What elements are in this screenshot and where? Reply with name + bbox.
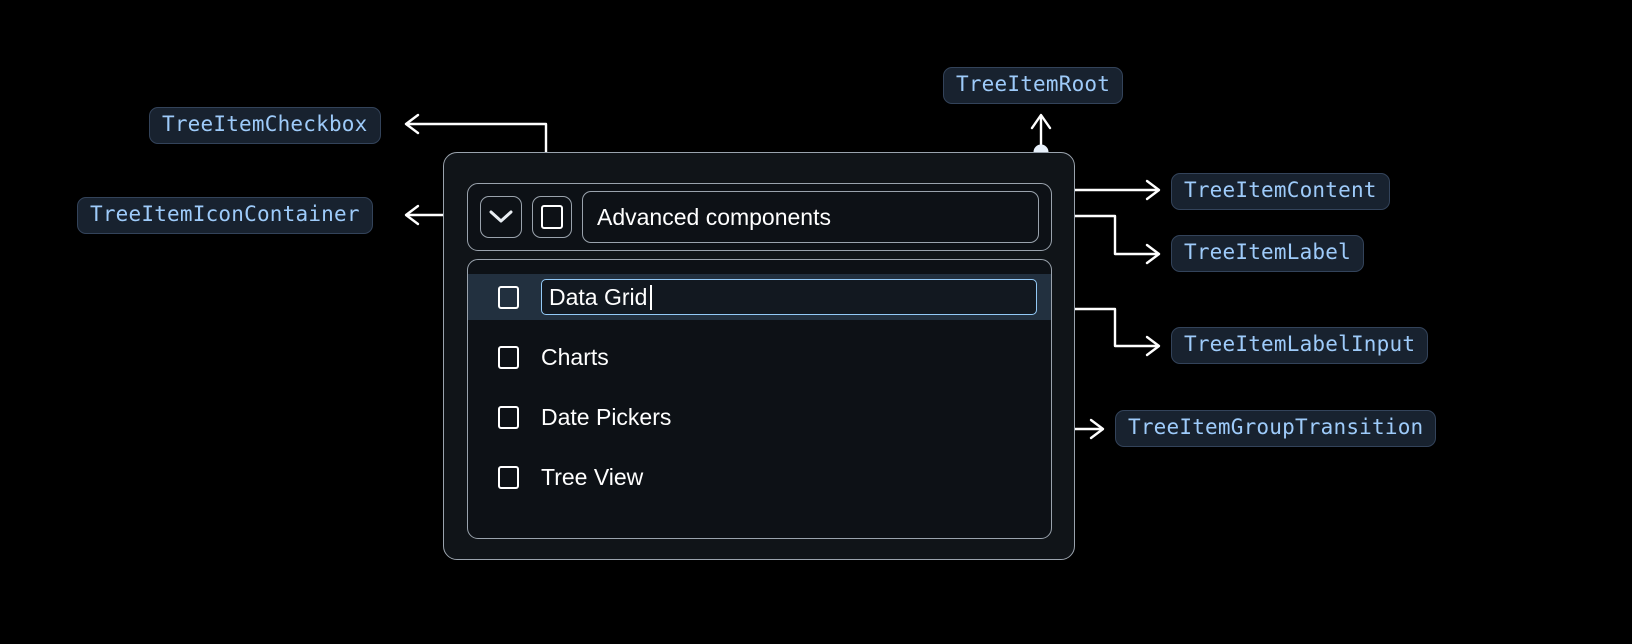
tree-item-content[interactable]: Advanced components <box>467 183 1052 251</box>
tree-list-item[interactable]: Data Grid <box>468 274 1051 320</box>
wire-label <box>1040 214 1159 256</box>
tree-item-label-text: Advanced components <box>597 203 831 230</box>
arrowhead-group-transition <box>1089 418 1105 440</box>
arrowhead-label <box>1145 243 1161 265</box>
tree-item-label-input[interactable]: Data Grid <box>541 279 1037 315</box>
annotation-badge-tree-item-icon-container: TreeItemIconContainer <box>77 197 373 234</box>
wire-label-input <box>1039 307 1159 348</box>
annotation-badge-tree-item-group-transition: TreeItemGroupTransition <box>1115 410 1437 447</box>
tree-item-group-transition: Data Grid Charts Date Pickers Tree View <box>467 259 1052 539</box>
checkbox-unchecked-icon[interactable] <box>498 285 519 309</box>
tree-item-label-text: Charts <box>541 343 609 370</box>
tree-list-item[interactable]: Charts <box>468 334 1051 380</box>
annotation-badge-tree-item-label: TreeItemLabel <box>1171 235 1364 272</box>
arrowhead-content <box>1145 179 1161 201</box>
checkbox-unchecked-icon[interactable] <box>498 405 519 429</box>
tree-item-root[interactable]: Advanced components Data Grid Charts Dat… <box>443 152 1075 560</box>
arrowhead-checkbox <box>404 113 420 135</box>
checkbox-unchecked-icon[interactable] <box>498 465 519 489</box>
tree-item-label[interactable]: Advanced components <box>582 191 1039 243</box>
tree-item-label-input-value: Data Grid <box>549 283 648 310</box>
tree-item-checkbox[interactable] <box>532 196 572 238</box>
tree-item-label-text: Tree View <box>541 463 644 490</box>
checkbox-unchecked-icon[interactable] <box>498 345 519 369</box>
annotation-badge-tree-item-root: TreeItemRoot <box>943 67 1124 104</box>
annotation-badge-tree-item-content: TreeItemContent <box>1171 173 1390 210</box>
tree-item-label-text: Date Pickers <box>541 403 672 430</box>
arrowhead-label-input <box>1145 335 1161 357</box>
arrowhead-root <box>1030 113 1052 130</box>
tree-list-item[interactable]: Tree View <box>468 454 1051 500</box>
chevron-down-icon <box>489 210 513 224</box>
annotation-badge-tree-item-label-input: TreeItemLabelInput <box>1171 327 1429 364</box>
checkbox-unchecked-icon <box>541 205 563 229</box>
text-caret <box>650 284 652 310</box>
arrowhead-icon-container <box>404 204 420 226</box>
tree-item-icon-container[interactable] <box>480 196 522 238</box>
tree-list-item[interactable]: Date Pickers <box>468 394 1051 440</box>
annotation-badge-tree-item-checkbox: TreeItemCheckbox <box>149 107 381 144</box>
